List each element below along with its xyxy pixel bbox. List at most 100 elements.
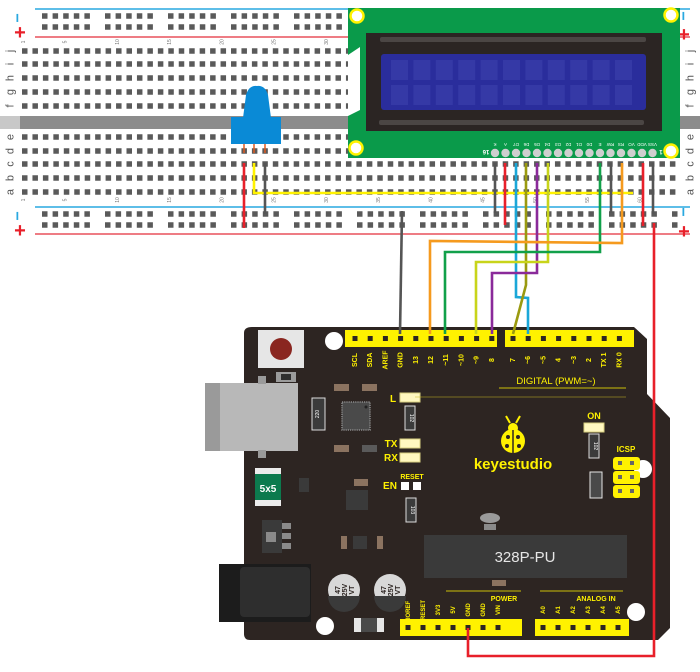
rail-hole[interactable] — [210, 211, 216, 217]
breadboard-hole[interactable] — [314, 75, 321, 81]
breadboard-hole[interactable] — [189, 103, 195, 109]
breadboard-hole[interactable] — [95, 61, 101, 67]
breadboard-hole[interactable] — [356, 161, 362, 167]
rail-hole[interactable] — [252, 13, 258, 19]
breadboard-hole[interactable] — [147, 148, 153, 154]
power-pin[interactable] — [465, 625, 471, 630]
breadboard-hole[interactable] — [126, 75, 133, 81]
breadboard-hole[interactable] — [638, 175, 645, 181]
rail-hole[interactable] — [556, 222, 563, 228]
breadboard-hole[interactable] — [178, 89, 185, 95]
breadboard-hole[interactable] — [669, 189, 676, 195]
header-pin[interactable] — [540, 336, 546, 341]
breadboard-hole[interactable] — [84, 75, 91, 81]
breadboard-hole[interactable] — [335, 134, 342, 140]
breadboard-hole[interactable] — [199, 61, 206, 67]
breadboard-hole[interactable] — [565, 175, 571, 181]
breadboard-hole[interactable] — [617, 175, 624, 181]
rail-hole[interactable] — [168, 222, 174, 228]
breadboard-hole[interactable] — [105, 48, 112, 54]
lcd-pin[interactable] — [627, 148, 636, 158]
breadboard-hole[interactable] — [147, 134, 153, 140]
rail-hole[interactable] — [493, 222, 500, 228]
breadboard-hole[interactable] — [53, 48, 59, 54]
rail-hole[interactable] — [556, 211, 563, 217]
breadboard-hole[interactable] — [293, 89, 300, 95]
header-pin[interactable] — [489, 336, 495, 341]
breadboard-hole[interactable] — [199, 103, 206, 109]
breadboard-hole[interactable] — [314, 148, 321, 154]
rail-hole[interactable] — [378, 222, 384, 228]
breadboard-hole[interactable] — [283, 61, 289, 67]
breadboard-hole[interactable] — [95, 189, 101, 195]
breadboard-hole[interactable] — [53, 103, 59, 109]
breadboard-hole[interactable] — [189, 189, 195, 195]
analog-pin[interactable] — [615, 625, 621, 630]
header-pin[interactable] — [352, 336, 358, 341]
breadboard-hole[interactable] — [377, 161, 383, 167]
wire-lcd-d6[interactable] — [511, 163, 528, 335]
rail-hole[interactable] — [126, 24, 132, 30]
rail-hole[interactable] — [252, 211, 258, 217]
breadboard-hole[interactable] — [178, 175, 185, 181]
breadboard-hole[interactable] — [617, 161, 624, 167]
breadboard-hole[interactable] — [314, 61, 321, 67]
rail-hole[interactable] — [189, 222, 195, 228]
breadboard-hole[interactable] — [575, 161, 582, 167]
breadboard-hole[interactable] — [565, 161, 571, 167]
rail-hole[interactable] — [84, 13, 90, 19]
breadboard-hole[interactable] — [74, 89, 80, 95]
icsp-pin[interactable] — [630, 475, 634, 479]
rail-hole[interactable] — [42, 222, 48, 228]
rail-hole[interactable] — [52, 24, 59, 30]
icsp-pin[interactable] — [618, 489, 622, 493]
rail-hole[interactable] — [105, 13, 111, 19]
breadboard-hole[interactable] — [53, 161, 59, 167]
rail-hole[interactable] — [451, 211, 458, 217]
rail-hole[interactable] — [420, 222, 426, 228]
breadboard-hole[interactable] — [63, 148, 70, 154]
rail-hole[interactable] — [52, 13, 59, 19]
breadboard-hole[interactable] — [116, 75, 122, 81]
breadboard-hole[interactable] — [450, 161, 456, 167]
breadboard-hole[interactable] — [126, 148, 133, 154]
rail-hole[interactable] — [567, 211, 573, 217]
rail-hole[interactable] — [178, 211, 185, 217]
rail-hole[interactable] — [483, 211, 489, 217]
breadboard-hole[interactable] — [178, 161, 185, 167]
rail-hole[interactable] — [136, 211, 143, 217]
breadboard-hole[interactable] — [126, 89, 133, 95]
rail-hole[interactable] — [304, 24, 311, 30]
breadboard-hole[interactable] — [168, 75, 174, 81]
wire-sensor-out[interactable] — [252, 163, 633, 195]
breadboard-hole[interactable] — [481, 175, 488, 181]
breadboard-hole[interactable] — [314, 48, 321, 54]
rail-hole[interactable] — [609, 222, 615, 228]
breadboard-hole[interactable] — [231, 89, 237, 95]
rail-hole[interactable] — [178, 222, 185, 228]
breadboard-hole[interactable] — [199, 134, 206, 140]
rail-hole[interactable] — [294, 211, 300, 217]
rail-hole[interactable] — [73, 24, 80, 30]
breadboard-hole[interactable] — [638, 161, 645, 167]
breadboard-hole[interactable] — [293, 103, 300, 109]
breadboard-hole[interactable] — [53, 89, 59, 95]
breadboard-hole[interactable] — [157, 48, 164, 54]
breadboard-hole[interactable] — [231, 48, 237, 54]
breadboard-hole[interactable] — [304, 48, 310, 54]
breadboard-hole[interactable] — [95, 175, 101, 181]
breadboard-hole[interactable] — [42, 75, 49, 81]
breadboard-hole[interactable] — [283, 103, 289, 109]
rail-hole[interactable] — [115, 24, 122, 30]
power-pin[interactable] — [435, 625, 441, 630]
breadboard-hole[interactable] — [95, 134, 101, 140]
rail-hole[interactable] — [136, 222, 143, 228]
breadboard-hole[interactable] — [210, 148, 216, 154]
wire-rail-5v[interactable] — [466, 223, 656, 658]
arduino-board[interactable]: 5x5 220 L 102 TX RX RESET EN 103 — [205, 327, 670, 640]
rail-hole[interactable] — [525, 222, 531, 228]
rail-hole[interactable] — [189, 24, 195, 30]
breadboard-hole[interactable] — [136, 89, 143, 95]
rail-hole[interactable] — [304, 211, 311, 217]
breadboard-hole[interactable] — [126, 103, 133, 109]
